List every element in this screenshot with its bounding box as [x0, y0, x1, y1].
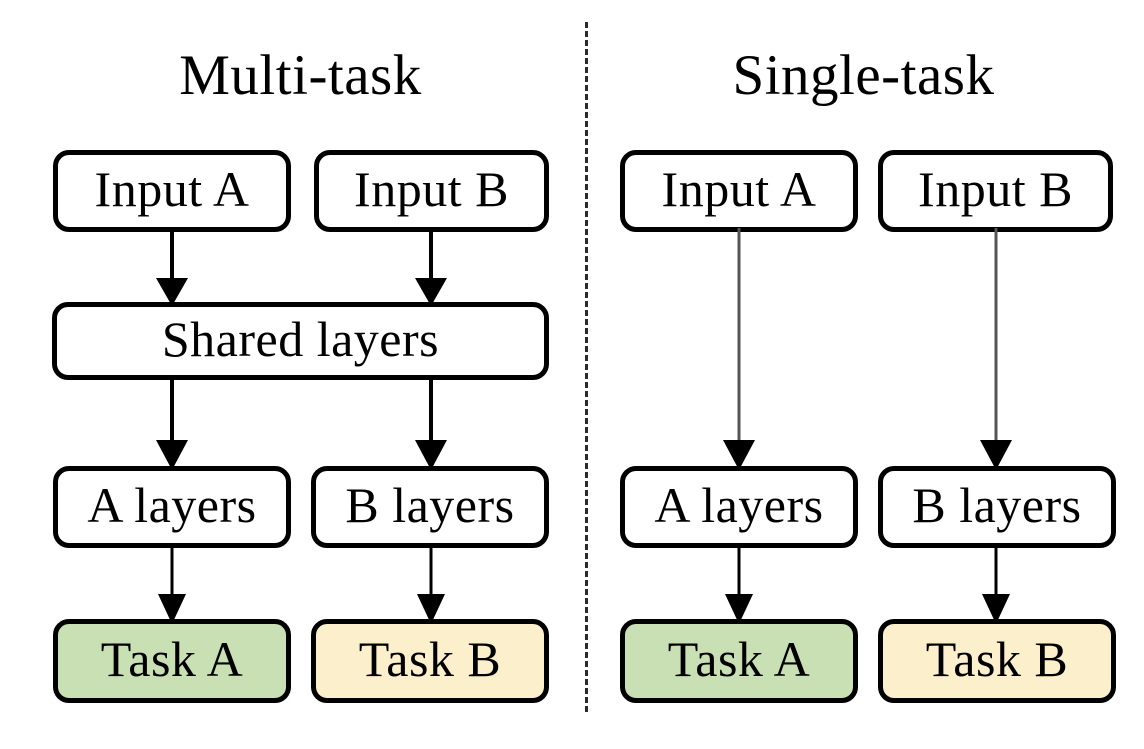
multi-task-node-input-a[interactable]: Input A: [53, 150, 291, 232]
arrow-a-layers-to-task-a-single: [717, 544, 761, 624]
node-label: Shared layers: [161, 311, 440, 367]
arrow-input-a-to-shared-layers: [150, 228, 194, 306]
node-label: B layers: [345, 477, 515, 533]
multi-task-node-input-b[interactable]: Input B: [314, 150, 549, 232]
arrow-input-b-to-shared-layers: [409, 228, 453, 306]
arrow-shared-layers-to-b-layers: [409, 378, 453, 470]
multi-task-node-shared-layers[interactable]: Shared layers: [52, 302, 549, 380]
node-label: Task A: [100, 631, 244, 687]
node-label: Input B: [918, 161, 1073, 217]
node-label: B layers: [912, 477, 1082, 533]
single-task-node-task-a[interactable]: Task A: [620, 619, 858, 703]
multi-task-node-b-layers[interactable]: B layers: [311, 466, 549, 548]
node-label: A layers: [654, 477, 824, 533]
panel-title-multi-task: Multi-task: [179, 44, 422, 107]
arrow-b-layers-to-task-b-single: [974, 544, 1018, 624]
arrow-shared-layers-to-a-layers: [150, 378, 194, 470]
panel-title-single-task: Single-task: [732, 44, 995, 107]
node-label: A layers: [87, 477, 257, 533]
multi-task-node-task-a[interactable]: Task A: [53, 619, 291, 703]
single-task-node-task-b[interactable]: Task B: [878, 619, 1116, 703]
panel-divider: [585, 22, 588, 712]
arrow-a-layers-to-task-a: [150, 544, 194, 624]
single-task-node-b-layers[interactable]: B layers: [878, 466, 1116, 548]
single-task-node-input-b[interactable]: Input B: [878, 150, 1113, 232]
node-label: Task A: [667, 631, 811, 687]
single-task-node-a-layers[interactable]: A layers: [620, 466, 858, 548]
arrow-b-layers-to-task-b: [409, 544, 453, 624]
node-label: Task B: [358, 631, 502, 687]
single-task-node-input-a[interactable]: Input A: [620, 150, 858, 232]
multi-task-node-a-layers[interactable]: A layers: [53, 466, 291, 548]
multi-task-node-task-b[interactable]: Task B: [311, 619, 549, 703]
node-label: Input B: [354, 161, 509, 217]
node-label: Input A: [661, 161, 817, 217]
arrow-input-a-to-a-layers: [717, 228, 761, 470]
node-label: Task B: [925, 631, 1069, 687]
node-label: Input A: [94, 161, 250, 217]
arrow-input-b-to-b-layers: [974, 228, 1018, 470]
